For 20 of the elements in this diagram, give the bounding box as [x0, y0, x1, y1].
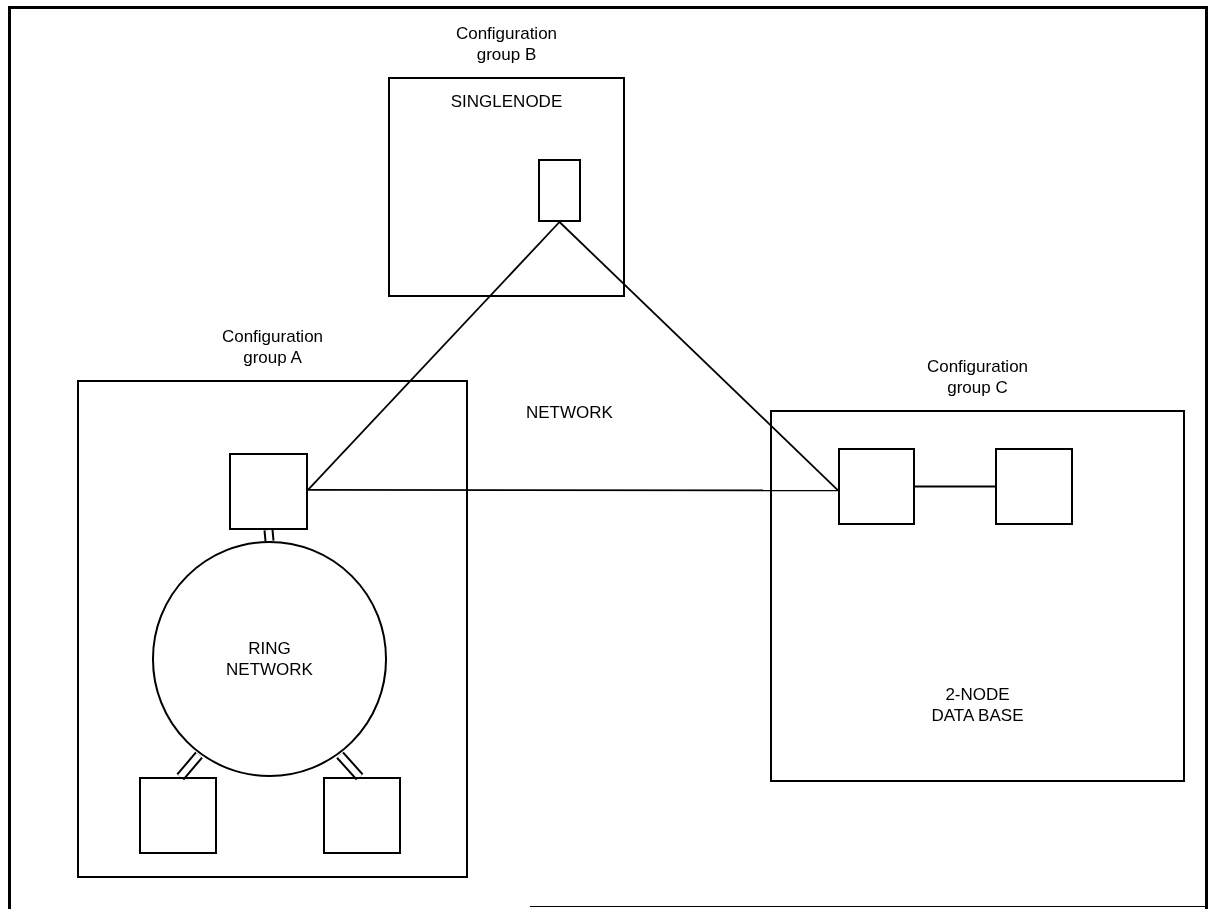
connector-line [558, 221, 839, 492]
group-heading: Configuration group B [454, 22, 559, 65]
connector-line [307, 489, 839, 492]
node-box [838, 448, 915, 525]
double-line-connector [263, 529, 275, 542]
node-label: 2-NODE DATA BASE [930, 684, 1025, 727]
node-box [229, 453, 308, 530]
node-label: SINGLENODE [449, 91, 564, 113]
double-line-connector [176, 751, 203, 781]
group-heading: Configuration group C [925, 355, 1030, 398]
double-line-connector [336, 751, 364, 781]
node-box [995, 448, 1073, 525]
node-box [323, 777, 401, 854]
node-box [538, 159, 581, 222]
group-heading: Configuration group A [220, 325, 325, 368]
node-label: RING NETWORK [225, 637, 314, 681]
node-box [139, 777, 217, 854]
connector-line [914, 485, 996, 488]
network-label: NETWORK [526, 402, 613, 424]
connector-line [307, 221, 561, 491]
